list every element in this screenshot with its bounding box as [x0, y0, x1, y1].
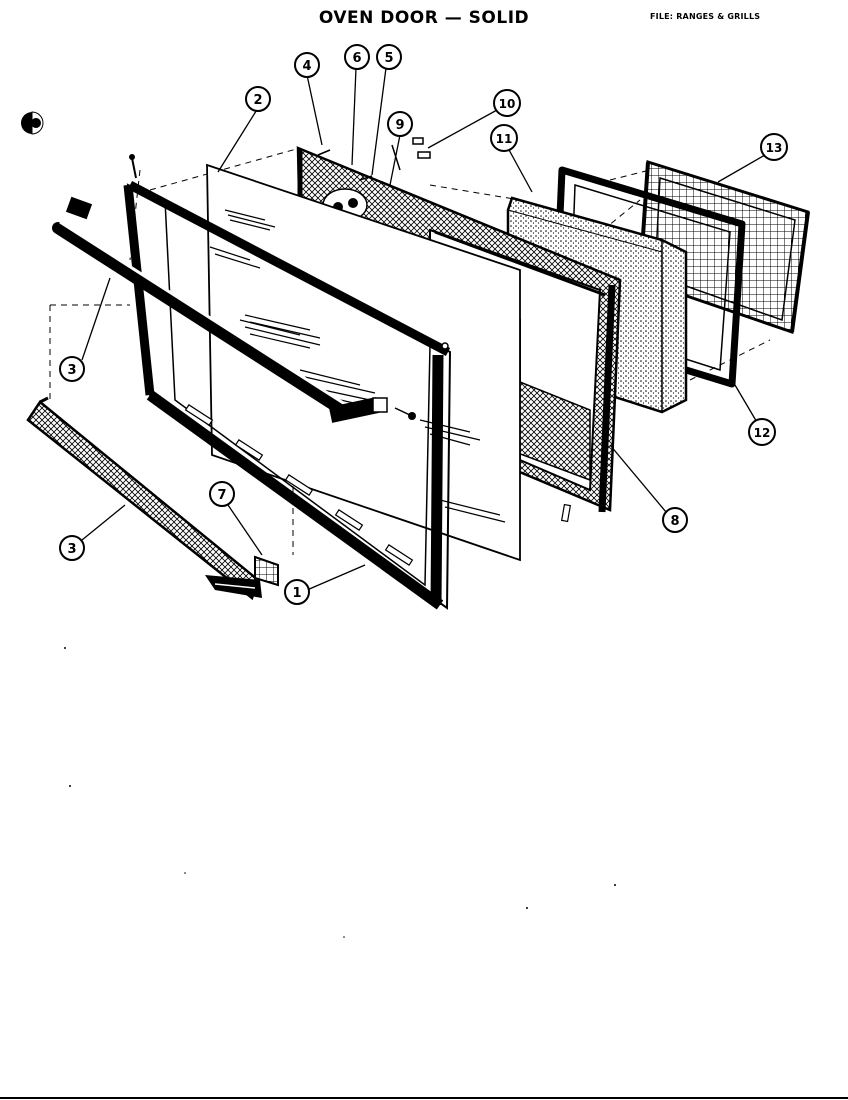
- part-10-clip: [412, 137, 431, 159]
- callout-12: 12: [748, 418, 776, 446]
- part-3-lower-handle-rail: [26, 396, 262, 601]
- callout-11-label: 11: [496, 132, 513, 146]
- callout-10: 10: [493, 89, 521, 117]
- part-1-outer-door-frame: [123, 154, 452, 610]
- callout-11: 11: [490, 124, 518, 152]
- callout-8-label: 8: [670, 514, 679, 529]
- callout-6: 6: [344, 44, 370, 70]
- scan-specks: [64, 647, 616, 938]
- callout-8: 8: [662, 507, 688, 533]
- callout-5-label: 5: [384, 51, 393, 66]
- callout-2-label: 2: [253, 93, 262, 108]
- callout-13: 13: [760, 133, 788, 161]
- callout-6-label: 6: [352, 51, 361, 66]
- page-title: OVEN DOOR — SOLID: [318, 8, 530, 28]
- callout-3-lower: 3: [59, 535, 85, 561]
- part-3-upper-handle-rod: [52, 196, 388, 423]
- part-7-bracket: [254, 555, 279, 587]
- callout-1-label: 1: [292, 586, 301, 601]
- callout-3-lower-label: 3: [67, 542, 76, 557]
- callout-9: 9: [387, 111, 413, 137]
- file-label: FILE: RANGES & GRILLS: [650, 12, 761, 21]
- bottom-border: [0, 1097, 848, 1099]
- callout-7-label: 7: [217, 488, 226, 503]
- callout-10-label: 10: [499, 97, 516, 111]
- callout-9-label: 9: [395, 118, 404, 133]
- callout-3-upper: 3: [59, 356, 85, 382]
- callout-4-label: 4: [302, 59, 311, 74]
- registration-mark: [21, 111, 44, 135]
- callout-12-label: 12: [754, 426, 771, 440]
- callout-1: 1: [284, 579, 310, 605]
- callout-4: 4: [294, 52, 320, 78]
- callout-7: 7: [209, 481, 235, 507]
- callout-leader-lines: [81, 67, 766, 591]
- callout-13-label: 13: [766, 141, 783, 155]
- callout-2: 2: [245, 86, 271, 112]
- callout-3-upper-label: 3: [67, 363, 76, 378]
- callout-5: 5: [376, 44, 402, 70]
